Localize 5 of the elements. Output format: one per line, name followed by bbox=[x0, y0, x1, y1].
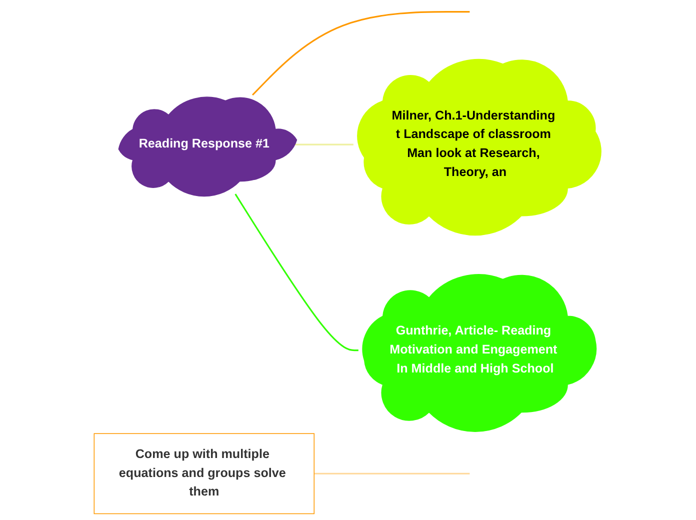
connector bbox=[294, 144, 354, 146]
connector bbox=[314, 472, 470, 474]
node-box: Come up with multiple equations and groups solve them bbox=[94, 433, 315, 514]
connector bbox=[235, 194, 359, 352]
connector bbox=[252, 11, 470, 96]
